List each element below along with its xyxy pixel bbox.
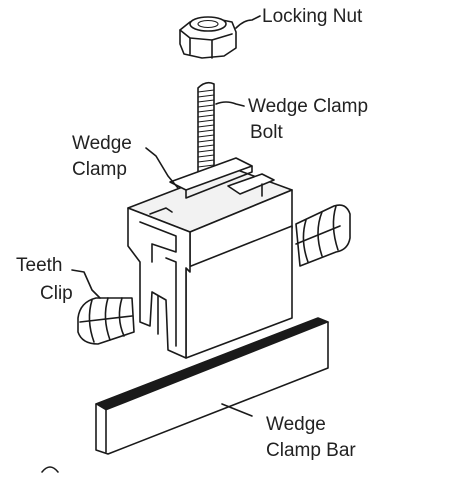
bolt-thread <box>197 119 215 123</box>
bolt-thread <box>197 104 215 108</box>
teeth-clip-right-part <box>295 204 351 267</box>
wedge-clamp-bolt-label-2: Bolt <box>250 122 283 143</box>
teeth-clip-label-1: Teeth <box>16 255 63 276</box>
bolt-thread <box>197 129 215 133</box>
bolt-thread <box>197 124 215 128</box>
bolt-thread <box>197 154 215 158</box>
wedge-clamp-bar-label-2: Clamp Bar <box>266 440 356 461</box>
locking-nut-label: Locking Nut <box>262 6 363 27</box>
teeth-clip-label-2: Clip <box>40 283 73 304</box>
wedge-clamp-bolt-label-1: Wedge Clamp <box>248 96 369 117</box>
bolt-thread <box>197 149 215 153</box>
bolt-thread <box>197 89 215 93</box>
partial-mark <box>41 466 59 473</box>
bolt-thread <box>197 164 215 168</box>
leader-lines <box>71 15 261 417</box>
bolt-thread <box>197 134 215 138</box>
wedge-clamp-label-2: Clamp <box>72 159 127 180</box>
wedge-clamp-label-1: Wedge <box>72 133 132 154</box>
wedge-clamp-part <box>127 157 293 359</box>
bolt-thread <box>197 114 215 118</box>
teeth-clip-left-part <box>77 297 135 345</box>
bolt-thread <box>197 109 215 113</box>
bolt-thread <box>197 139 215 143</box>
bolt-thread <box>197 99 215 103</box>
bolt-thread <box>197 94 215 98</box>
locking-nut-part <box>179 16 237 59</box>
wedge-clamp-bar-label-1: Wedge <box>266 414 326 435</box>
bolt-thread <box>197 159 215 163</box>
bolt-thread <box>197 144 215 148</box>
wedge-clamp-bar-part <box>94 317 330 455</box>
